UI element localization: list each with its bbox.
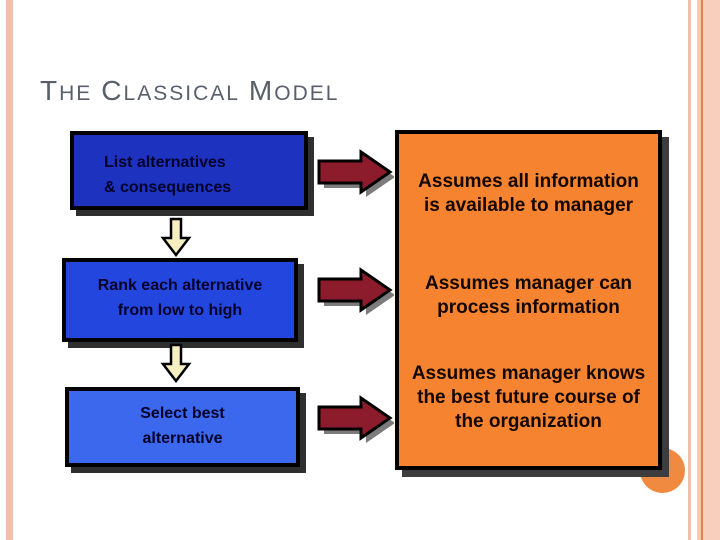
title-word-classical: CLASSICAL xyxy=(101,75,240,106)
title-word-model: MODEL xyxy=(248,75,340,106)
step-box-list-alternatives: List alternatives & consequences xyxy=(70,131,308,210)
left-accent-stripe xyxy=(6,0,13,540)
right-arrow-icon xyxy=(317,149,394,197)
assumption-item: Assumes all information is available to … xyxy=(418,171,639,216)
step-label: List alternatives & consequences xyxy=(104,154,232,196)
right-arrow-icon xyxy=(317,267,394,315)
right-accent-stripe-3 xyxy=(701,0,703,540)
right-accent-stripe-4 xyxy=(703,0,720,540)
assumptions-panel: Assumes all information is available to … xyxy=(395,130,662,470)
step-box-rank-alternatives: Rank each alternative from low to high xyxy=(62,258,298,342)
step-label: Rank each alternative from low to high xyxy=(97,277,263,319)
assumption-item: Assumes manager can process information xyxy=(425,273,632,318)
down-arrow-icon xyxy=(160,217,192,257)
down-arrow-icon xyxy=(160,343,192,383)
right-accent-stripe-1 xyxy=(688,0,691,540)
right-accent-stripe-2 xyxy=(697,0,701,540)
title-word-the: THE xyxy=(40,75,93,106)
assumption-item: Assumes manager knows the best future co… xyxy=(411,363,646,432)
step-box-select-best: Select best alternative xyxy=(65,387,300,467)
right-arrow-icon xyxy=(317,395,394,443)
slide-title: THE CLASSICAL MODEL xyxy=(40,76,348,109)
step-label: Select best alternative xyxy=(140,405,225,447)
